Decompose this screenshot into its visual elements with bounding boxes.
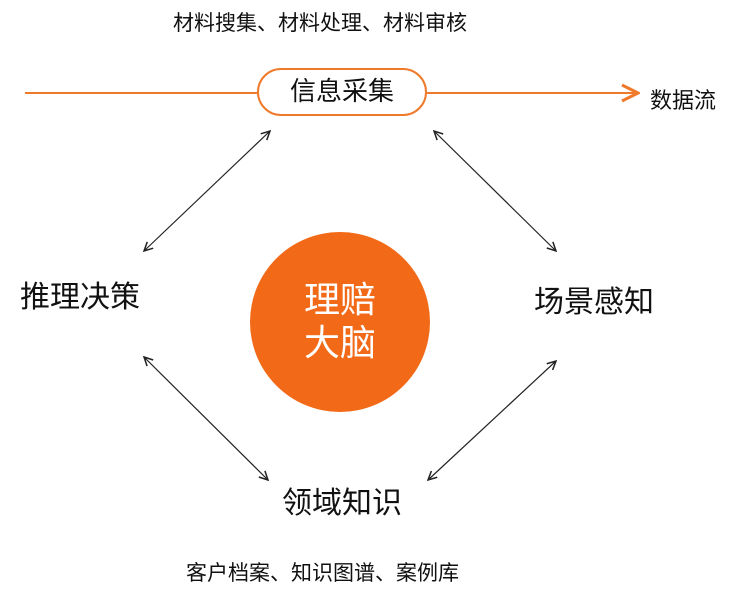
node-knowledge: 领域知识 [282, 486, 402, 521]
center-label-line1: 理赔 [303, 279, 376, 321]
arrow-collect-to-scene [434, 131, 556, 251]
node-scene: 场景感知 [534, 285, 654, 320]
collect-node-label: 信息采集 [289, 77, 394, 107]
collect-node: 信息采集 [257, 68, 427, 116]
bottom-caption: 客户档案、知识图谱、案例库 [186, 561, 459, 585]
center-brain-circle: 理赔 大脑 [250, 232, 430, 412]
node-reasoning: 推理决策 [20, 280, 140, 315]
arrow-reasoning-to-knowledge [144, 357, 268, 480]
center-label-line2: 大脑 [303, 323, 376, 364]
stream-label: 数据流 [650, 89, 717, 114]
top-caption: 材料搜集、材料处理、材料审核 [173, 11, 467, 35]
arrow-collect-to-reasoning [144, 131, 270, 251]
arrow-scene-to-knowledge [428, 361, 556, 480]
